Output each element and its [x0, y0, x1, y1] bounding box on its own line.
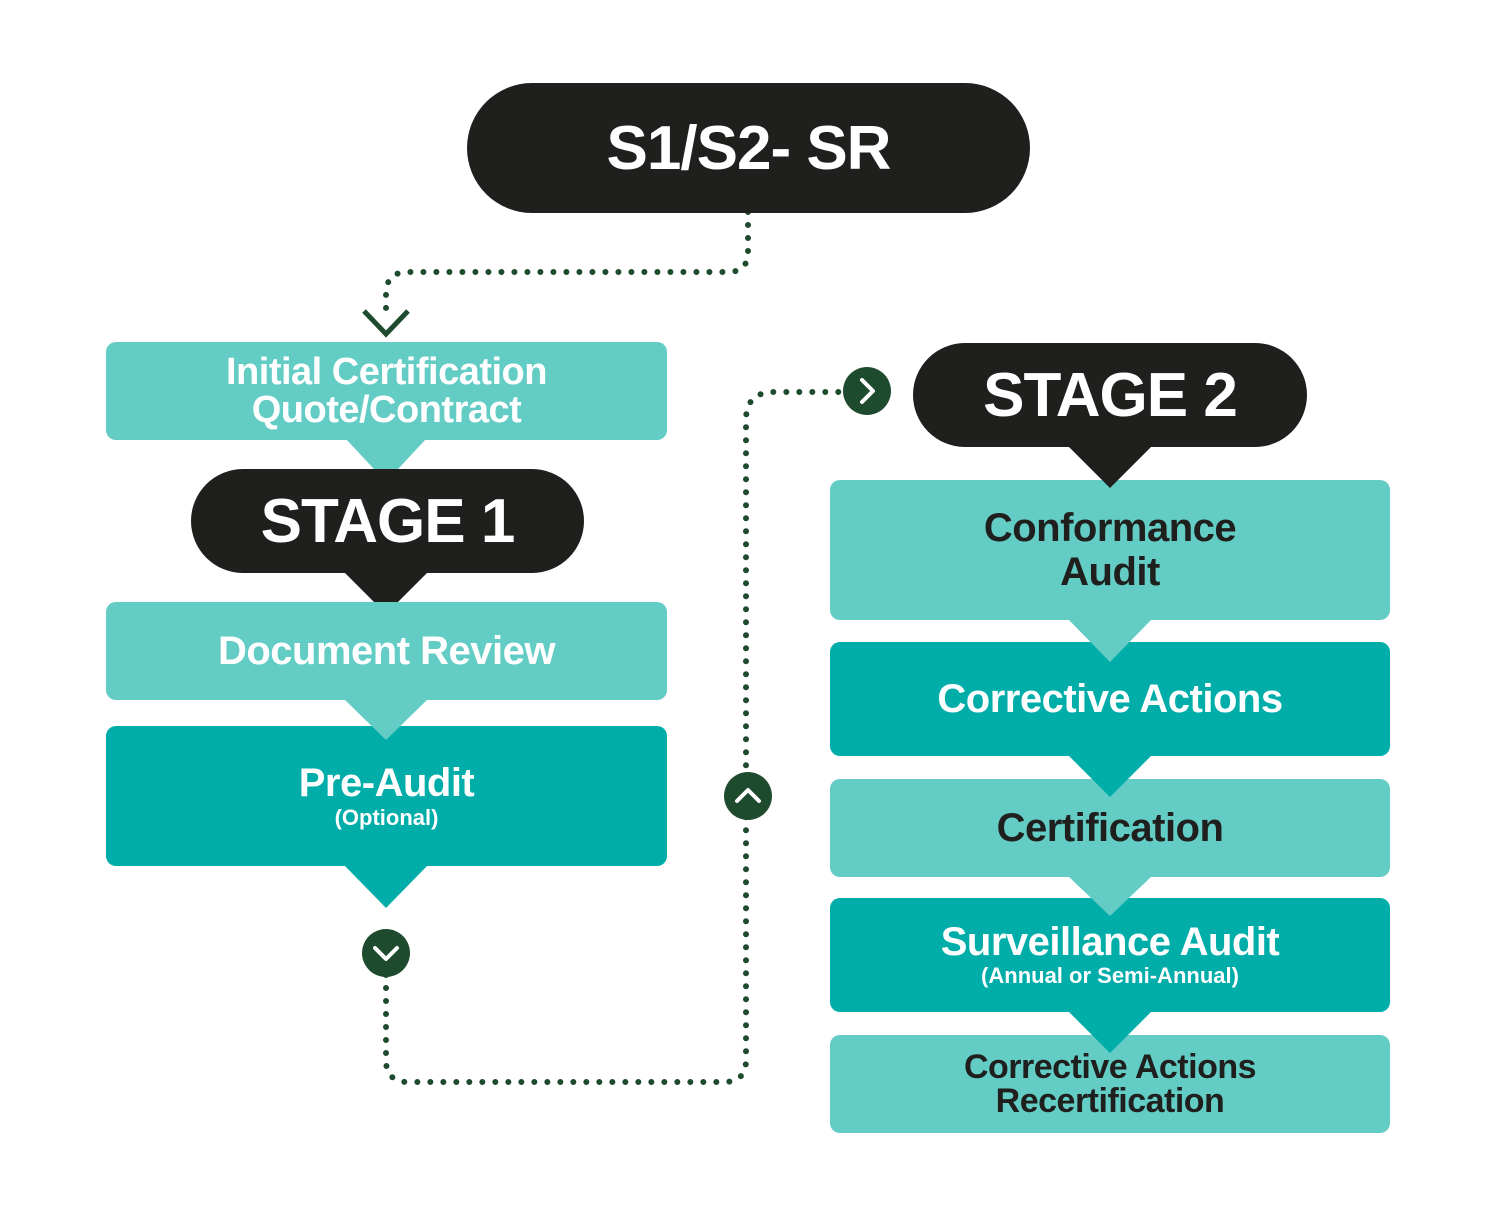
- top-pill: S1/S2- SR: [467, 83, 1030, 213]
- stage2-pill: STAGE 2: [913, 343, 1307, 447]
- certification-box: Certification: [830, 779, 1390, 877]
- recertification-box: Corrective Actions Recertification: [830, 1035, 1390, 1133]
- corrective-actions-label: Corrective Actions: [937, 676, 1283, 721]
- chevron-down-outline-icon: [362, 309, 410, 338]
- conformance-line2: Audit: [1060, 550, 1160, 594]
- certification-label: Certification: [996, 805, 1224, 850]
- top-pill-label: S1/S2- SR: [606, 113, 892, 183]
- initial-line1: Initial Certification: [226, 351, 547, 393]
- conformance-line1: Conformance: [983, 506, 1237, 550]
- document-review-label: Document Review: [217, 628, 556, 673]
- pre-audit-note: (Optional): [334, 805, 439, 830]
- pre-audit-box: Pre-Audit (Optional): [106, 726, 667, 866]
- conformance-audit-box: Conformance Audit: [830, 480, 1390, 620]
- dotted-connector-bottom: [383, 389, 843, 1085]
- corrective-actions-box: Corrective Actions: [830, 642, 1390, 756]
- recert-line1: Corrective Actions: [963, 1048, 1257, 1086]
- stage1-pill: STAGE 1: [191, 469, 584, 573]
- dotted-connector-top: [383, 209, 751, 311]
- pre-audit-label: Pre-Audit: [298, 761, 475, 805]
- recert-line2: Recertification: [995, 1082, 1225, 1120]
- surveillance-label: Surveillance Audit: [940, 920, 1280, 964]
- surveillance-audit-box: Surveillance Audit (Annual or Semi-Annua…: [830, 898, 1390, 1012]
- initial-certification-box: Initial Certification Quote/Contract: [106, 342, 667, 440]
- surveillance-note: (Annual or Semi-Annual): [981, 963, 1239, 988]
- initial-line2: Quote/Contract: [251, 389, 522, 431]
- document-review-box: Document Review: [106, 602, 667, 700]
- stage2-label: STAGE 2: [983, 360, 1238, 430]
- stage1-label: STAGE 1: [260, 486, 516, 556]
